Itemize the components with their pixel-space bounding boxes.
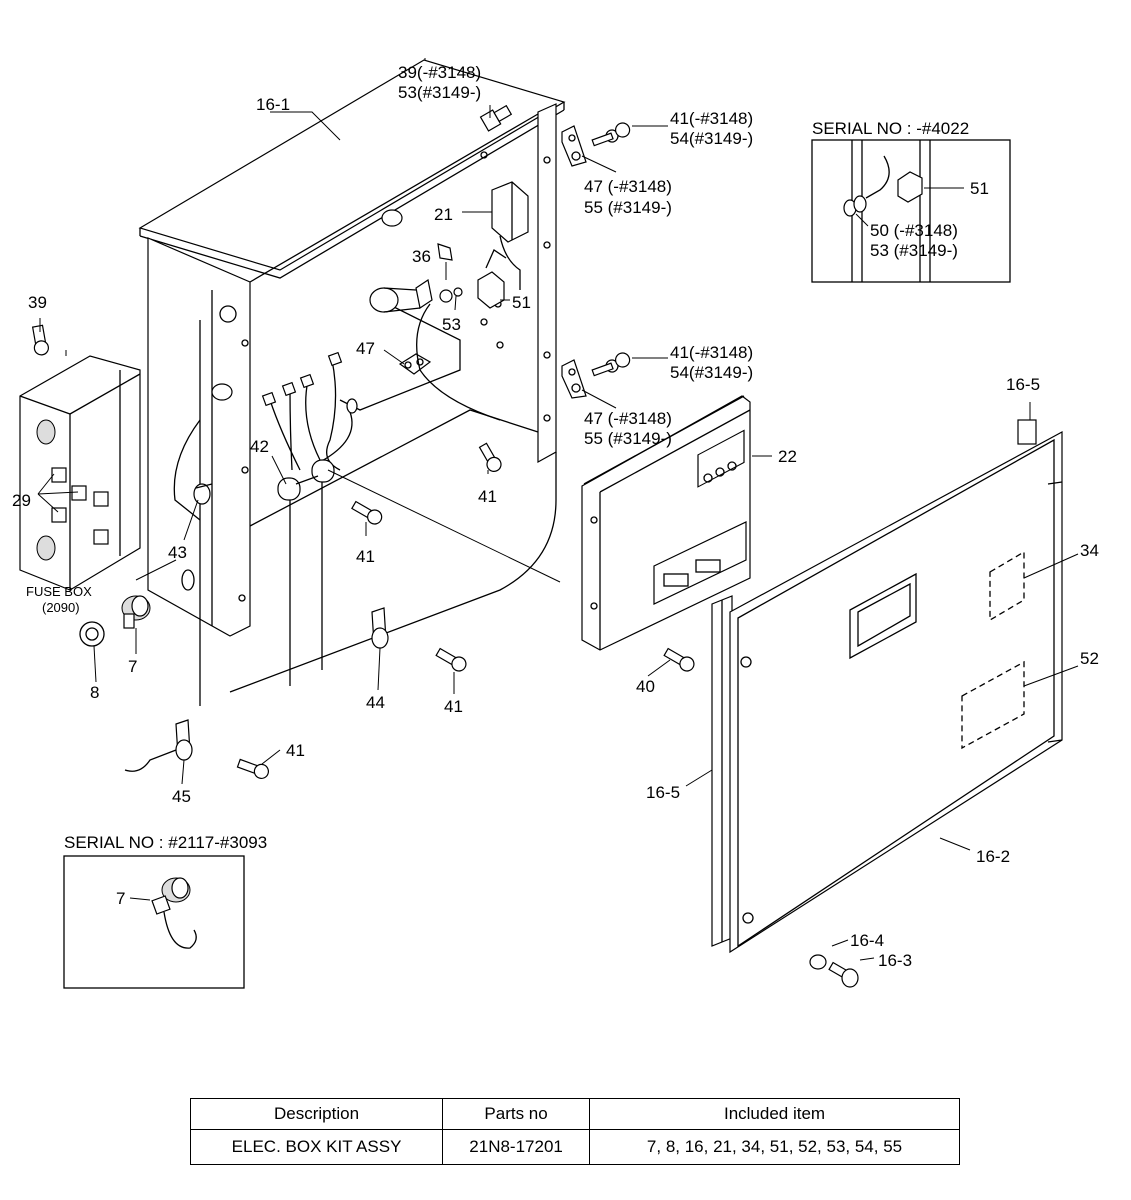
exploded-parts-diagram: 16-1 39(-#3148) 53(#3149-) 41(-#3148) 54… [12,58,1099,989]
label-39-upper-2: 53(#3149-) [398,83,481,102]
header-parts-no: Parts no [442,1098,591,1130]
label-16-5-bottom: 16-5 [646,783,680,802]
inset-bottom-left-label-7: 7 [116,889,125,908]
key-switch-7 [121,595,151,629]
label-52: 52 [1080,649,1099,668]
clamp-43 [193,483,213,505]
controller-22 [581,395,751,651]
label-47-mid-2: 55 (#3149-) [584,429,672,448]
bracket-44 [371,607,389,649]
fuse-box [19,355,141,591]
electric-box-housing [138,59,566,706]
label-41-top-2: 54(#3149-) [670,129,753,148]
washer-16-4 [809,954,827,970]
cell-description: ELEC. BOX KIT ASSY [189,1129,444,1165]
bracket-45 [124,719,193,772]
inset-top-right-title: SERIAL NO : -#4022 [812,119,969,138]
label-41-centre: 41 [478,487,497,506]
label-43: 43 [168,543,187,562]
label-42: 42 [250,437,269,456]
label-47-mid-1: 47 (-#3148) [584,409,672,428]
bracket-47-upper [561,125,587,167]
label-39-left: 39 [28,293,47,312]
cable-clamp-42 [277,459,335,501]
label-47-inner: 47 [356,339,375,358]
inset-serial-bottom-left: SERIAL NO : #2117-#3093 7 [63,833,267,989]
clamp-47-inner [398,353,432,375]
inset-top-right-label-50-2: 53 (#3149-) [870,241,958,260]
label-51: 51 [512,293,531,312]
label-21: 21 [434,205,453,224]
label-47-top-2: 55 (#3149-) [584,198,672,217]
header-included-item: Included item [589,1098,960,1130]
label-41-top-1: 41(-#3148) [670,109,753,128]
inset-bottom-left-title: SERIAL NO : #2117-#3093 [64,833,267,852]
label-36: 36 [412,247,431,266]
header-description: Description [189,1098,444,1130]
label-29: 29 [12,491,31,510]
leader-lines [37,58,1079,961]
seal-16-5-tab [1017,419,1037,445]
clamp-36 [369,243,463,313]
label-fuse-box-2: (2090) [42,600,80,615]
label-16-5-top: 16-5 [1006,375,1040,394]
label-40: 40 [636,677,655,696]
cover-16-2 [729,430,1063,954]
label-16-3: 16-3 [878,951,912,970]
label-16-2: 16-2 [976,847,1010,866]
callout-labels: 16-1 39(-#3148) 53(#3149-) 41(-#3148) 54… [12,63,1099,970]
label-47-top-1: 47 (-#3148) [584,177,672,196]
label-45: 45 [172,787,191,806]
label-7: 7 [128,657,137,676]
bracket-47-lower [561,359,587,399]
label-16-1: 16-1 [256,95,290,114]
label-41-mid-1: 41(-#3148) [670,343,753,362]
label-41-mid-2: 54(#3149-) [670,363,753,382]
inset-top-right-label-51: 51 [970,179,989,198]
label-16-4: 16-4 [850,931,884,950]
label-34: 34 [1080,541,1099,560]
label-41-bottom: 41 [444,697,463,716]
label-22: 22 [778,447,797,466]
relay-21 [491,181,529,290]
label-39-upper-1: 39(-#3148) [398,63,481,82]
label-fuse-box-1: FUSE BOX [26,584,92,599]
parts-table-header-row: Description Parts no Included item [189,1098,960,1130]
inset-top-right-label-50-1: 50 (-#3148) [870,221,958,240]
label-41-bottom-left: 41 [286,741,305,760]
cell-included-item: 7, 8, 16, 21, 34, 51, 52, 53, 54, 55 [589,1129,960,1165]
inset-serial-top-right: SERIAL NO : -#4022 51 50 (-#3148) 53 (#3… [811,119,1011,283]
label-8: 8 [90,683,99,702]
cell-parts-no: 21N8-17201 [442,1129,591,1165]
parts-table: Description Parts no Included item ELEC.… [189,1098,960,1165]
label-44: 44 [366,693,385,712]
label-41-lower-centre: 41 [356,547,375,566]
label-53: 53 [442,315,461,334]
relay-51 [477,249,507,309]
bolts [31,104,695,780]
wire-harness [173,303,501,686]
table-row: ELEC. BOX KIT ASSY 21N8-17201 7, 8, 16, … [189,1129,960,1165]
seal-16-5-strip [711,595,733,947]
bolt-16-3 [828,961,859,988]
washer-8 [79,621,105,647]
